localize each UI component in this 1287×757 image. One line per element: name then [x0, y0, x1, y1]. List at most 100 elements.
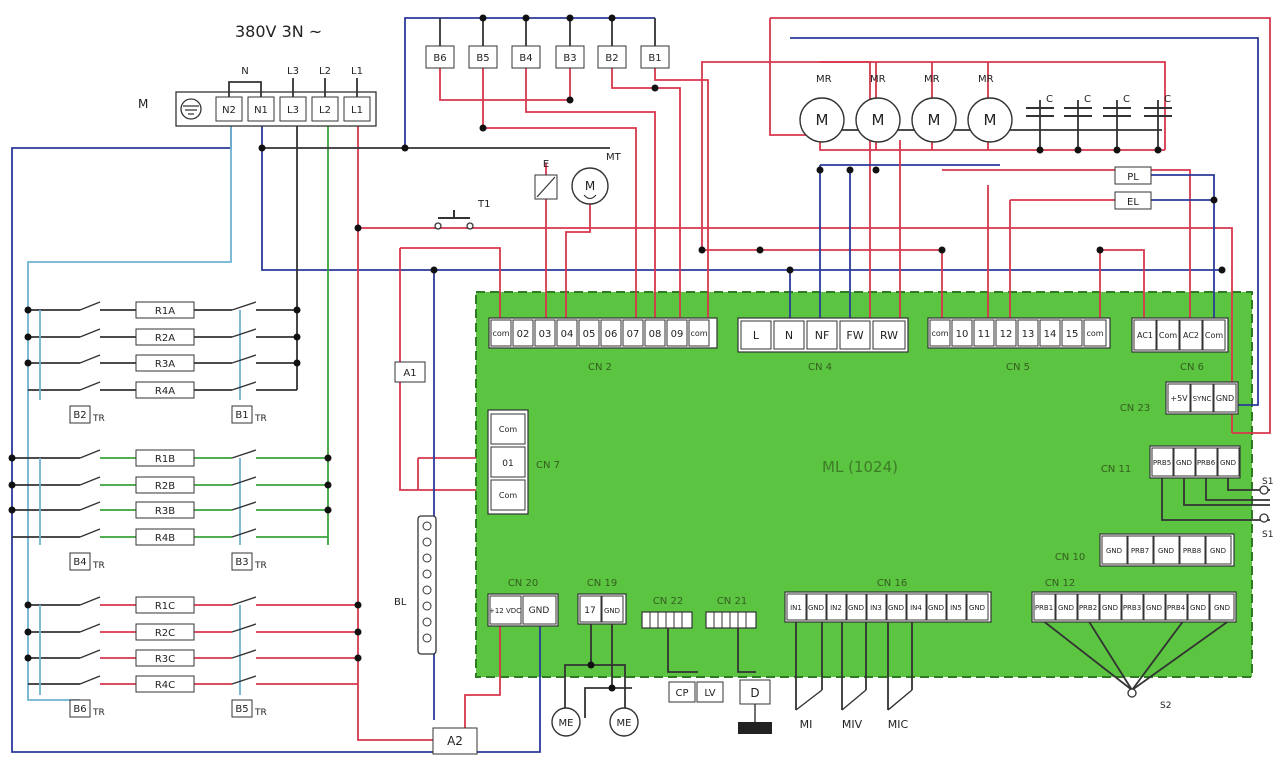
capacitors: C C C C: [1026, 94, 1172, 117]
board-title: ML (1024): [822, 458, 898, 476]
cn10-connector: GND PRB7 GND PRB8 GND: [1099, 533, 1235, 567]
mr-motor-3-glyph: M: [928, 111, 941, 129]
cn5-pin-5: 13: [1022, 329, 1035, 340]
cn10-pin-2: PRB7: [1131, 547, 1149, 555]
cn5-pin-6: 14: [1044, 329, 1057, 340]
top-box-row: B6 B5 B4 B3 B2 B1: [425, 45, 670, 69]
relay-r3b: R3B: [155, 506, 175, 517]
me-motors: ME ME: [551, 707, 639, 737]
terminal-block: [175, 91, 377, 127]
box-b2: [597, 45, 627, 69]
cn19-pin-1: 17: [584, 606, 595, 616]
cn10-pin-5: GND: [1210, 547, 1226, 555]
cn12-pin-4: GND: [1102, 604, 1118, 612]
cn11-label: CN 11: [1101, 464, 1131, 475]
cn5-pin-7: 15: [1066, 329, 1079, 340]
cn4-pin-rw: RW: [880, 329, 898, 342]
cn12-pin-8: GND: [1190, 604, 1206, 612]
cn23-pin-3: GND: [1216, 394, 1234, 403]
relay-r3c: R3C: [155, 654, 175, 665]
cn23-connector: +5V SYNC GND: [1165, 381, 1239, 415]
cn7-pin-2: 01: [502, 459, 513, 469]
motor-m-label: M: [138, 97, 148, 111]
cn11-pin-1: PRB5: [1153, 459, 1171, 467]
cn16-pin-2: GND: [808, 604, 824, 612]
relay-r1b: R1B: [155, 454, 175, 465]
mr-label-3: MR: [924, 74, 940, 85]
s1-label-1: S1: [1262, 477, 1273, 487]
cn7-connector: Com 01 Com: [487, 409, 529, 515]
cn5-pin-3: 11: [978, 329, 991, 340]
tr-label-b6: TR: [92, 708, 105, 718]
cn4-pin-n: N: [785, 329, 793, 342]
terminal-l1-label: L1: [351, 105, 363, 116]
cn5-connector: com 10 11 12 13 14 15 com: [927, 317, 1111, 349]
cn11-pin-3: PRB6: [1197, 459, 1216, 467]
cn6-pin-3: AC2: [1183, 331, 1199, 340]
cn10-label: CN 10: [1055, 552, 1085, 563]
relay-r1c: R1C: [155, 601, 175, 612]
pl-label: PL: [1127, 172, 1139, 183]
cn16-pin-3: IN2: [830, 604, 842, 612]
terminal-n2-label: N2: [222, 105, 236, 116]
cn16-pin-7: IN4: [910, 604, 922, 612]
a1-label: A1: [403, 368, 416, 379]
tr-box-b2: B2: [73, 410, 86, 421]
box-b3-label: B3: [563, 53, 576, 64]
a1-box: [394, 361, 426, 383]
t1-label: T1: [477, 199, 490, 210]
box-b1: [640, 45, 670, 69]
cn2-connector: com 02 03 04 05 06 07 08 09 com: [488, 317, 718, 349]
cp-box: [668, 681, 696, 703]
cap-label-2: C: [1084, 94, 1091, 105]
me-label-1: ME: [559, 718, 574, 729]
relay-r4a: R4A: [155, 386, 175, 397]
bl-label: BL: [394, 597, 407, 608]
a2-label: A2: [447, 734, 463, 748]
cn7-label: CN 7: [536, 460, 560, 471]
terminal-l3-label: L3: [287, 105, 299, 116]
terminal-l3: [279, 96, 307, 122]
cn16-pin-6: GND: [888, 604, 904, 612]
cn12-pin-9: GND: [1214, 604, 1230, 612]
input-switches: [795, 689, 913, 711]
junction-dots: [8, 14, 1226, 692]
cn4-label: CN 4: [808, 362, 832, 373]
tr-box-b5: B5: [235, 704, 248, 715]
earth-icon: [180, 98, 202, 120]
cn16-label: CN 16: [877, 578, 907, 589]
cn2-pin-2: 02: [517, 329, 530, 340]
cn4-pin-l: L: [753, 329, 760, 342]
switch-mi-label: MI: [800, 718, 813, 731]
cn20-label: CN 20: [508, 578, 538, 589]
switch-miv-label: MIV: [842, 718, 863, 731]
cn12-pin-5: PRB3: [1123, 604, 1141, 612]
cn20-connector: +12 VDC GND: [487, 593, 559, 627]
supply-label: 380V 3N ~: [235, 22, 322, 41]
mt-label: MT: [606, 152, 622, 163]
cn16-pin-1: IN1: [790, 604, 802, 612]
relay-r2c: R2C: [155, 628, 175, 639]
cn7-pin-3: Com: [499, 491, 517, 500]
cn11-pin-4: GND: [1220, 459, 1236, 467]
cap-label-4: C: [1164, 94, 1171, 105]
cn2-pin-8: 08: [649, 329, 662, 340]
top-label-l1: L1: [351, 66, 363, 77]
cn23-pin-2: SYNC: [1193, 395, 1212, 403]
relay-r4c: R4C: [155, 680, 175, 691]
cn16-pin-5: IN3: [870, 604, 882, 612]
cn6-connector: AC1 Com AC2 Com: [1131, 317, 1229, 353]
cn2-pin-6: 06: [605, 329, 618, 340]
cn23-pin-1: +5V: [1170, 394, 1188, 403]
box-b4: [511, 45, 541, 69]
mr-label-4: MR: [978, 74, 994, 85]
terminal-n1-label: N1: [254, 105, 268, 116]
tr-box-b3: B3: [235, 557, 248, 568]
tr-label-b4: TR: [92, 561, 105, 571]
box-b5: [468, 45, 498, 69]
tr-box-b1: B1: [235, 410, 248, 421]
cn7-pin-1: Com: [499, 425, 517, 434]
tr-label-b1: TR: [254, 414, 267, 424]
